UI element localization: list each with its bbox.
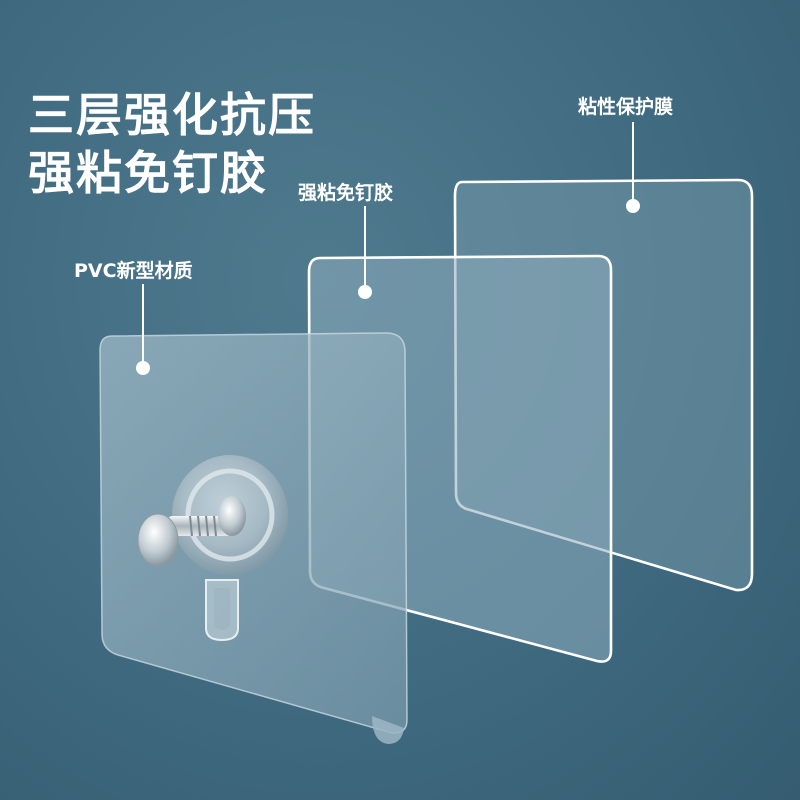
- headline-line-1: 三层强化抗压: [28, 88, 316, 142]
- hook-cap: [137, 513, 179, 567]
- protective-film-dot: [626, 199, 640, 213]
- headline-line-2: 强粘免钉胶: [28, 146, 268, 200]
- adhesive-dot: [358, 285, 372, 299]
- callout-markers: [136, 122, 640, 375]
- protective-film-label: 粘性保护膜: [578, 96, 674, 118]
- adhesive-label: 强粘免钉胶: [298, 182, 394, 204]
- pvc-material-dot: [136, 361, 150, 375]
- pvc-plate: [99, 332, 408, 744]
- hook-screw: [168, 496, 246, 537]
- pvc-material-label: PVC新型材质: [74, 260, 193, 282]
- headline: 三层强化抗压 强粘免钉胶: [28, 86, 316, 202]
